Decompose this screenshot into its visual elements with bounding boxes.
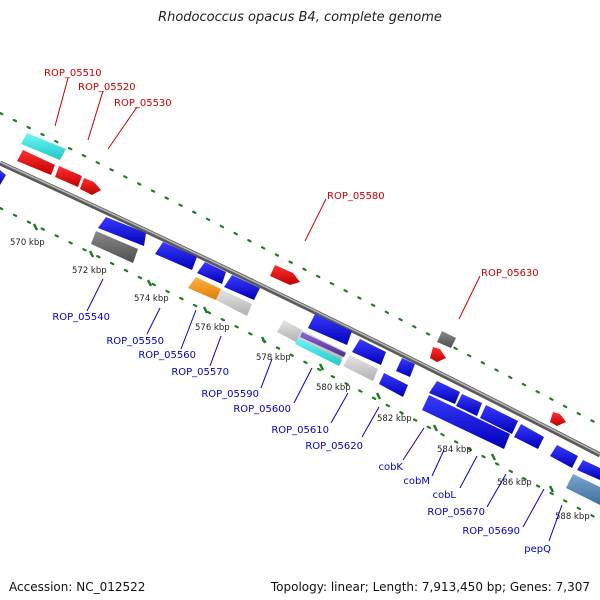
ruler-tick-label: 570 kbp	[10, 238, 45, 248]
ruler-tick-marks	[32, 223, 555, 493]
reverse-label-leaders	[86, 278, 563, 542]
gene-label-bottom[interactable]: cobM	[403, 476, 430, 487]
gene-feature[interactable]	[17, 150, 55, 175]
gene-feature[interactable]	[300, 332, 346, 357]
gene-label-bottom[interactable]: ROP_05670	[427, 507, 485, 518]
gene-feature[interactable]	[0, 170, 6, 185]
gene-feature[interactable]	[270, 265, 300, 285]
gene-label-top[interactable]: ROP_05520	[78, 82, 136, 93]
ruler-top	[0, 111, 600, 427]
gene-label-bottom[interactable]: ROP_05690	[462, 526, 520, 537]
gene-label-bottom[interactable]: ROP_05590	[201, 389, 259, 400]
gene-label-bottom[interactable]: ROP_05560	[138, 350, 196, 361]
gene-feature[interactable]	[343, 355, 378, 381]
gene-feature[interactable]	[429, 381, 460, 404]
gene-feature[interactable]	[422, 395, 510, 449]
gene-feature[interactable]	[577, 460, 600, 480]
gene-feature[interactable]	[514, 424, 544, 449]
gene-label-bottom[interactable]: cobK	[378, 462, 403, 473]
reverse-strand-genes	[0, 170, 600, 505]
gene-feature[interactable]	[197, 262, 226, 284]
gene-feature[interactable]	[379, 373, 408, 397]
gene-feature[interactable]	[21, 133, 66, 160]
ruler-tick-label: 586 kbp	[497, 478, 532, 488]
ruler-tick-label: 576 kbp	[195, 323, 230, 333]
gene-feature[interactable]	[480, 405, 518, 434]
gene-label-top[interactable]: ROP_05580	[327, 191, 385, 202]
gene-feature[interactable]	[55, 166, 82, 187]
accession-label: Accession: NC_012522	[9, 580, 146, 594]
gene-feature[interactable]	[91, 231, 138, 263]
gene-feature[interactable]	[188, 277, 221, 300]
genome-backbone-highlight	[0, 161, 600, 455]
ruler-bottom	[0, 206, 600, 522]
gene-label-bottom[interactable]: ROP_05550	[106, 336, 164, 347]
genome-title: Rhodococcus opacus B4, complete genome	[158, 10, 442, 25]
gene-feature[interactable]	[550, 412, 566, 426]
ruler-tick-label: 584 kbp	[437, 445, 472, 455]
gene-feature[interactable]	[155, 242, 197, 270]
gene-feature[interactable]	[456, 394, 482, 416]
gene-feature[interactable]	[224, 275, 260, 300]
gene-feature[interactable]	[277, 320, 302, 342]
gene-feature[interactable]	[216, 289, 252, 316]
gene-feature[interactable]	[566, 474, 600, 505]
gene-feature[interactable]	[437, 331, 456, 348]
gene-feature[interactable]	[308, 314, 352, 345]
gene-feature[interactable]	[98, 217, 146, 246]
gene-feature[interactable]	[352, 339, 386, 365]
gene-label-bottom[interactable]: cobL	[432, 490, 456, 501]
gene-feature[interactable]	[430, 347, 446, 362]
gene-label-top[interactable]: ROP_05530	[114, 98, 172, 109]
gene-feature[interactable]	[550, 445, 578, 468]
gene-label-bottom[interactable]: ROP_05620	[305, 441, 363, 452]
ruler-tick-label: 578 kbp	[256, 353, 291, 363]
ruler-tick-label: 582 kbp	[377, 414, 412, 424]
gene-feature[interactable]	[295, 338, 342, 366]
gene-label-top[interactable]: ROP_05630	[481, 268, 539, 279]
gene-label-bottom[interactable]: ROP_05600	[233, 404, 291, 415]
gene-label-bottom[interactable]: ROP_05570	[171, 367, 229, 378]
gene-label-bottom[interactable]: pepQ	[524, 544, 551, 555]
ruler-tick-label: 580 kbp	[316, 383, 351, 393]
forward-label-leaders	[54, 77, 481, 320]
gene-label-top[interactable]: ROP_05510	[44, 68, 102, 79]
ruler-tick-label: 574 kbp	[134, 294, 169, 304]
forward-strand-genes	[17, 133, 566, 426]
ruler-tick-label: 588 kbp	[555, 512, 590, 522]
gene-feature[interactable]	[80, 178, 101, 195]
topology-label: Topology: linear; Length: 7,913,450 bp; …	[270, 580, 590, 594]
gene-feature[interactable]	[396, 358, 415, 377]
gene-label-bottom[interactable]: ROP_05610	[271, 425, 329, 436]
gene-label-bottom[interactable]: ROP_05540	[52, 312, 110, 323]
ruler-tick-label: 572 kbp	[72, 266, 107, 276]
genome-backbone	[0, 160, 600, 458]
